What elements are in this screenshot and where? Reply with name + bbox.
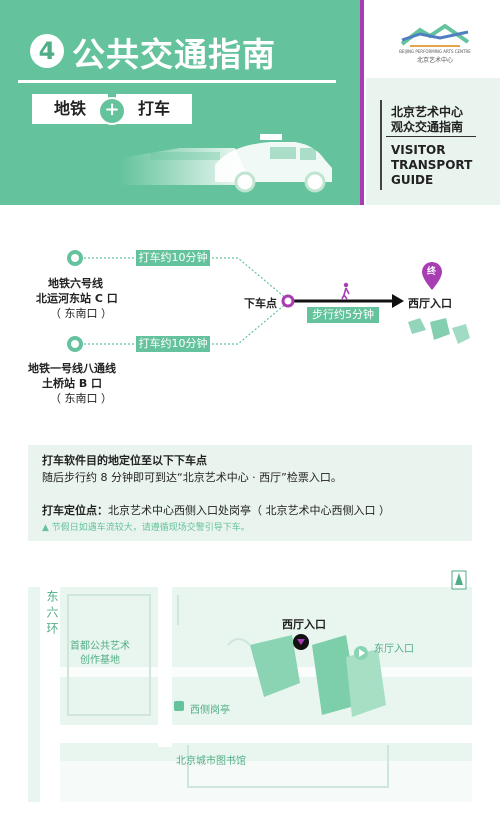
info-bar: [380, 100, 382, 190]
info-warning: ▲ 节假日如遇车流较大，请遵循现场交警引导下车。: [42, 523, 250, 533]
taxi-time-1: 打车约10分钟: [136, 250, 210, 266]
station2-exit: 土桥站 B 口: [42, 377, 103, 390]
page-title: 公共交通指南: [72, 35, 276, 74]
end-marker: 终: [427, 267, 437, 277]
info-en-2: TRANSPORT: [391, 158, 473, 172]
info-location: 打车定位点：北京艺术中心西侧入口处岗亭（ 北京艺术中心西侧入口 ）: [42, 502, 390, 518]
map-east-entrance: 东厅入口: [374, 644, 414, 655]
header-info-panel: [366, 78, 500, 205]
station2-direction: （ 东南口 ）: [50, 392, 112, 405]
logo-english: BEIJING PERFORMING ARTS CENTRE: [399, 49, 471, 54]
map-library: 北京城市图书馆: [176, 756, 246, 767]
taxi-pill: 打车: [116, 94, 192, 124]
section-number: 4: [30, 34, 64, 68]
info-walk-text: 随后步行约 8 分钟即可到达“北京艺术中心 · 西厅”检票入口。: [42, 471, 342, 484]
route-diagram: [67, 250, 470, 352]
subway-pill: 地铁: [32, 94, 108, 124]
station1-exit: 北运河东站 C 口: [36, 292, 118, 305]
station2-line: 地铁一号线八通线: [28, 362, 116, 375]
info-location-value: 北京艺术中心西侧入口处岗亭（ 北京艺术中心西侧入口 ）: [108, 504, 390, 517]
destination-label: 西厅入口: [408, 297, 452, 310]
map-road-label: 东六环: [45, 590, 59, 638]
station1-line: 地铁六号线: [48, 277, 103, 290]
info-location-label: 打车定位点：: [42, 504, 108, 517]
info-en-1: VISITOR: [391, 143, 446, 157]
station1-direction: （ 东南口 ）: [50, 307, 112, 320]
info-cn-2: 观众交通指南: [391, 120, 464, 134]
title-underline: [18, 80, 336, 83]
info-en-3: GUIDE: [391, 173, 434, 187]
dropoff-label: 下车点: [244, 297, 277, 310]
info-cn-1: 北京艺术中心: [391, 105, 464, 119]
info-box: [28, 445, 472, 541]
car-illustration-icon: [120, 134, 332, 193]
map-drawing: [28, 565, 472, 802]
map-block-label: 首都公共艺术创作基地: [70, 641, 130, 666]
header-divider: [360, 0, 364, 205]
walk-time: 步行约5分钟: [307, 307, 379, 323]
logo-chinese: 北京艺术中心: [416, 57, 453, 64]
plus-icon: +: [98, 97, 126, 125]
info-heading: 打车软件目的地定位至以下下车点: [42, 454, 207, 467]
bpac-logo-icon: [400, 23, 470, 47]
map-kiosk: 西侧岗亭: [190, 705, 230, 716]
info-rule: [386, 136, 476, 137]
map-west-entrance: 西厅入口: [282, 618, 326, 631]
taxi-time-2: 打车约10分钟: [136, 336, 210, 352]
